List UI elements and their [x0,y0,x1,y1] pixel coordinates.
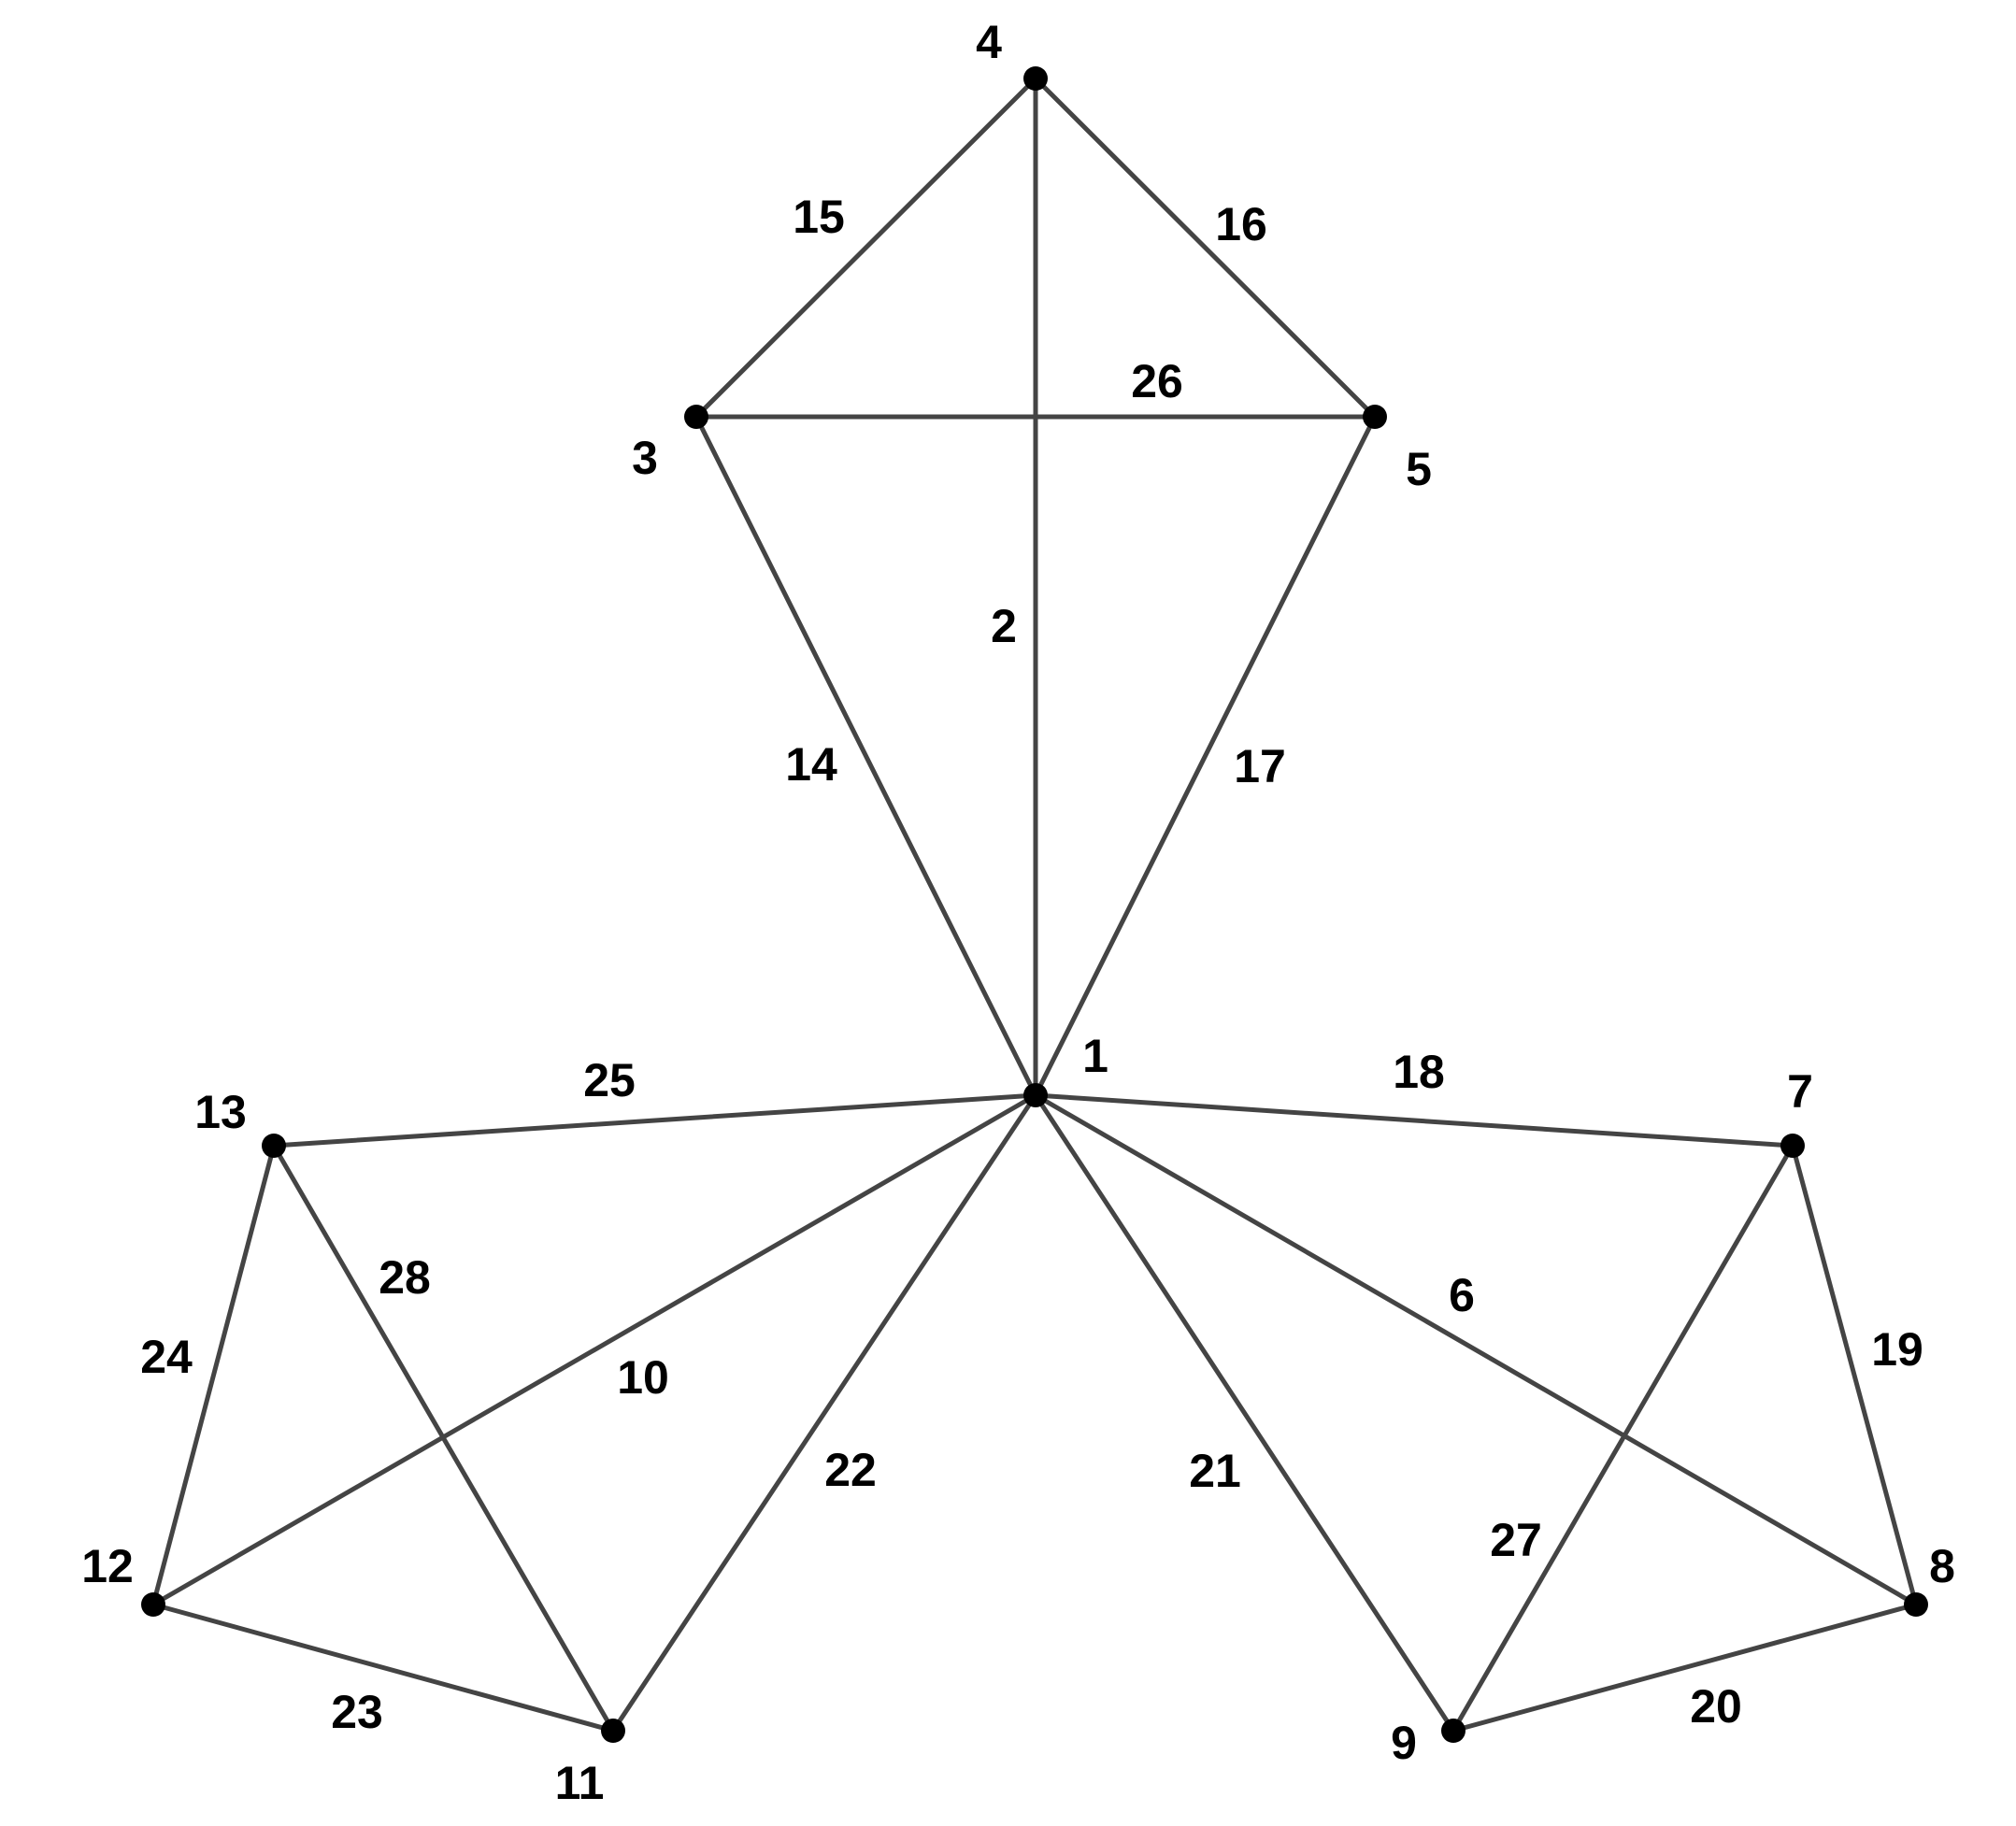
node-8 [1904,1592,1928,1617]
node-7 [1780,1134,1805,1158]
edge-label-19: 19 [1871,1323,1923,1376]
edge-label-25: 25 [583,1054,636,1106]
edge-10 [150,1092,1038,1607]
edge-label-26: 26 [1131,355,1183,407]
node-3 [684,405,708,429]
edge-21 [1033,1092,1456,1733]
edge-label-14: 14 [785,738,837,791]
edge-15 [693,76,1038,420]
edge-20 [1451,1602,1919,1733]
edge-25 [271,1092,1038,1148]
node-label-12: 12 [81,1540,134,1592]
edge-16 [1033,76,1378,420]
edge-label-16: 16 [1215,198,1267,250]
node-12 [141,1592,165,1617]
edge-label-28: 28 [379,1251,431,1304]
node-11 [601,1719,625,1743]
node-label-13: 13 [194,1086,247,1138]
node-label-8: 8 [1929,1540,1955,1592]
edges-layer [150,76,1919,1733]
node-13 [262,1134,286,1158]
edge-18 [1033,1092,1795,1148]
edge-24 [150,1143,277,1607]
node-label-4: 4 [976,16,1002,68]
nodes-layer [141,66,1928,1743]
edge-label-10: 10 [617,1351,669,1404]
node-5 [1363,405,1387,429]
node-label-5: 5 [1406,443,1432,495]
edge-label-20: 20 [1690,1680,1742,1733]
edge-label-18: 18 [1393,1046,1445,1098]
edge-label-22: 22 [824,1444,877,1496]
node-label-7: 7 [1787,1065,1813,1118]
edge-27 [1451,1143,1795,1733]
edge-label-21: 21 [1189,1445,1241,1497]
node-label-1: 1 [1082,1030,1108,1082]
edge-label-2: 2 [991,600,1017,652]
edge-label-6: 6 [1449,1269,1475,1321]
node-4 [1023,66,1048,91]
node-1 [1023,1083,1048,1107]
node-9 [1441,1719,1466,1743]
node-label-3: 3 [632,432,658,484]
node-label-11: 11 [555,1757,605,1809]
edge-label-17: 17 [1234,740,1286,792]
edge-label-27: 27 [1490,1514,1542,1566]
edge-label-15: 15 [793,191,845,243]
node-label-9: 9 [1391,1717,1417,1769]
edge-17 [1033,414,1378,1098]
edge-28 [271,1143,616,1733]
edge-label-23: 23 [331,1686,383,1738]
edge-label-24: 24 [140,1331,193,1383]
edge-22 [610,1092,1038,1733]
edge-14 [693,414,1038,1098]
edge-23 [150,1602,616,1733]
edge-19 [1790,1143,1919,1607]
edge-6 [1033,1092,1919,1607]
